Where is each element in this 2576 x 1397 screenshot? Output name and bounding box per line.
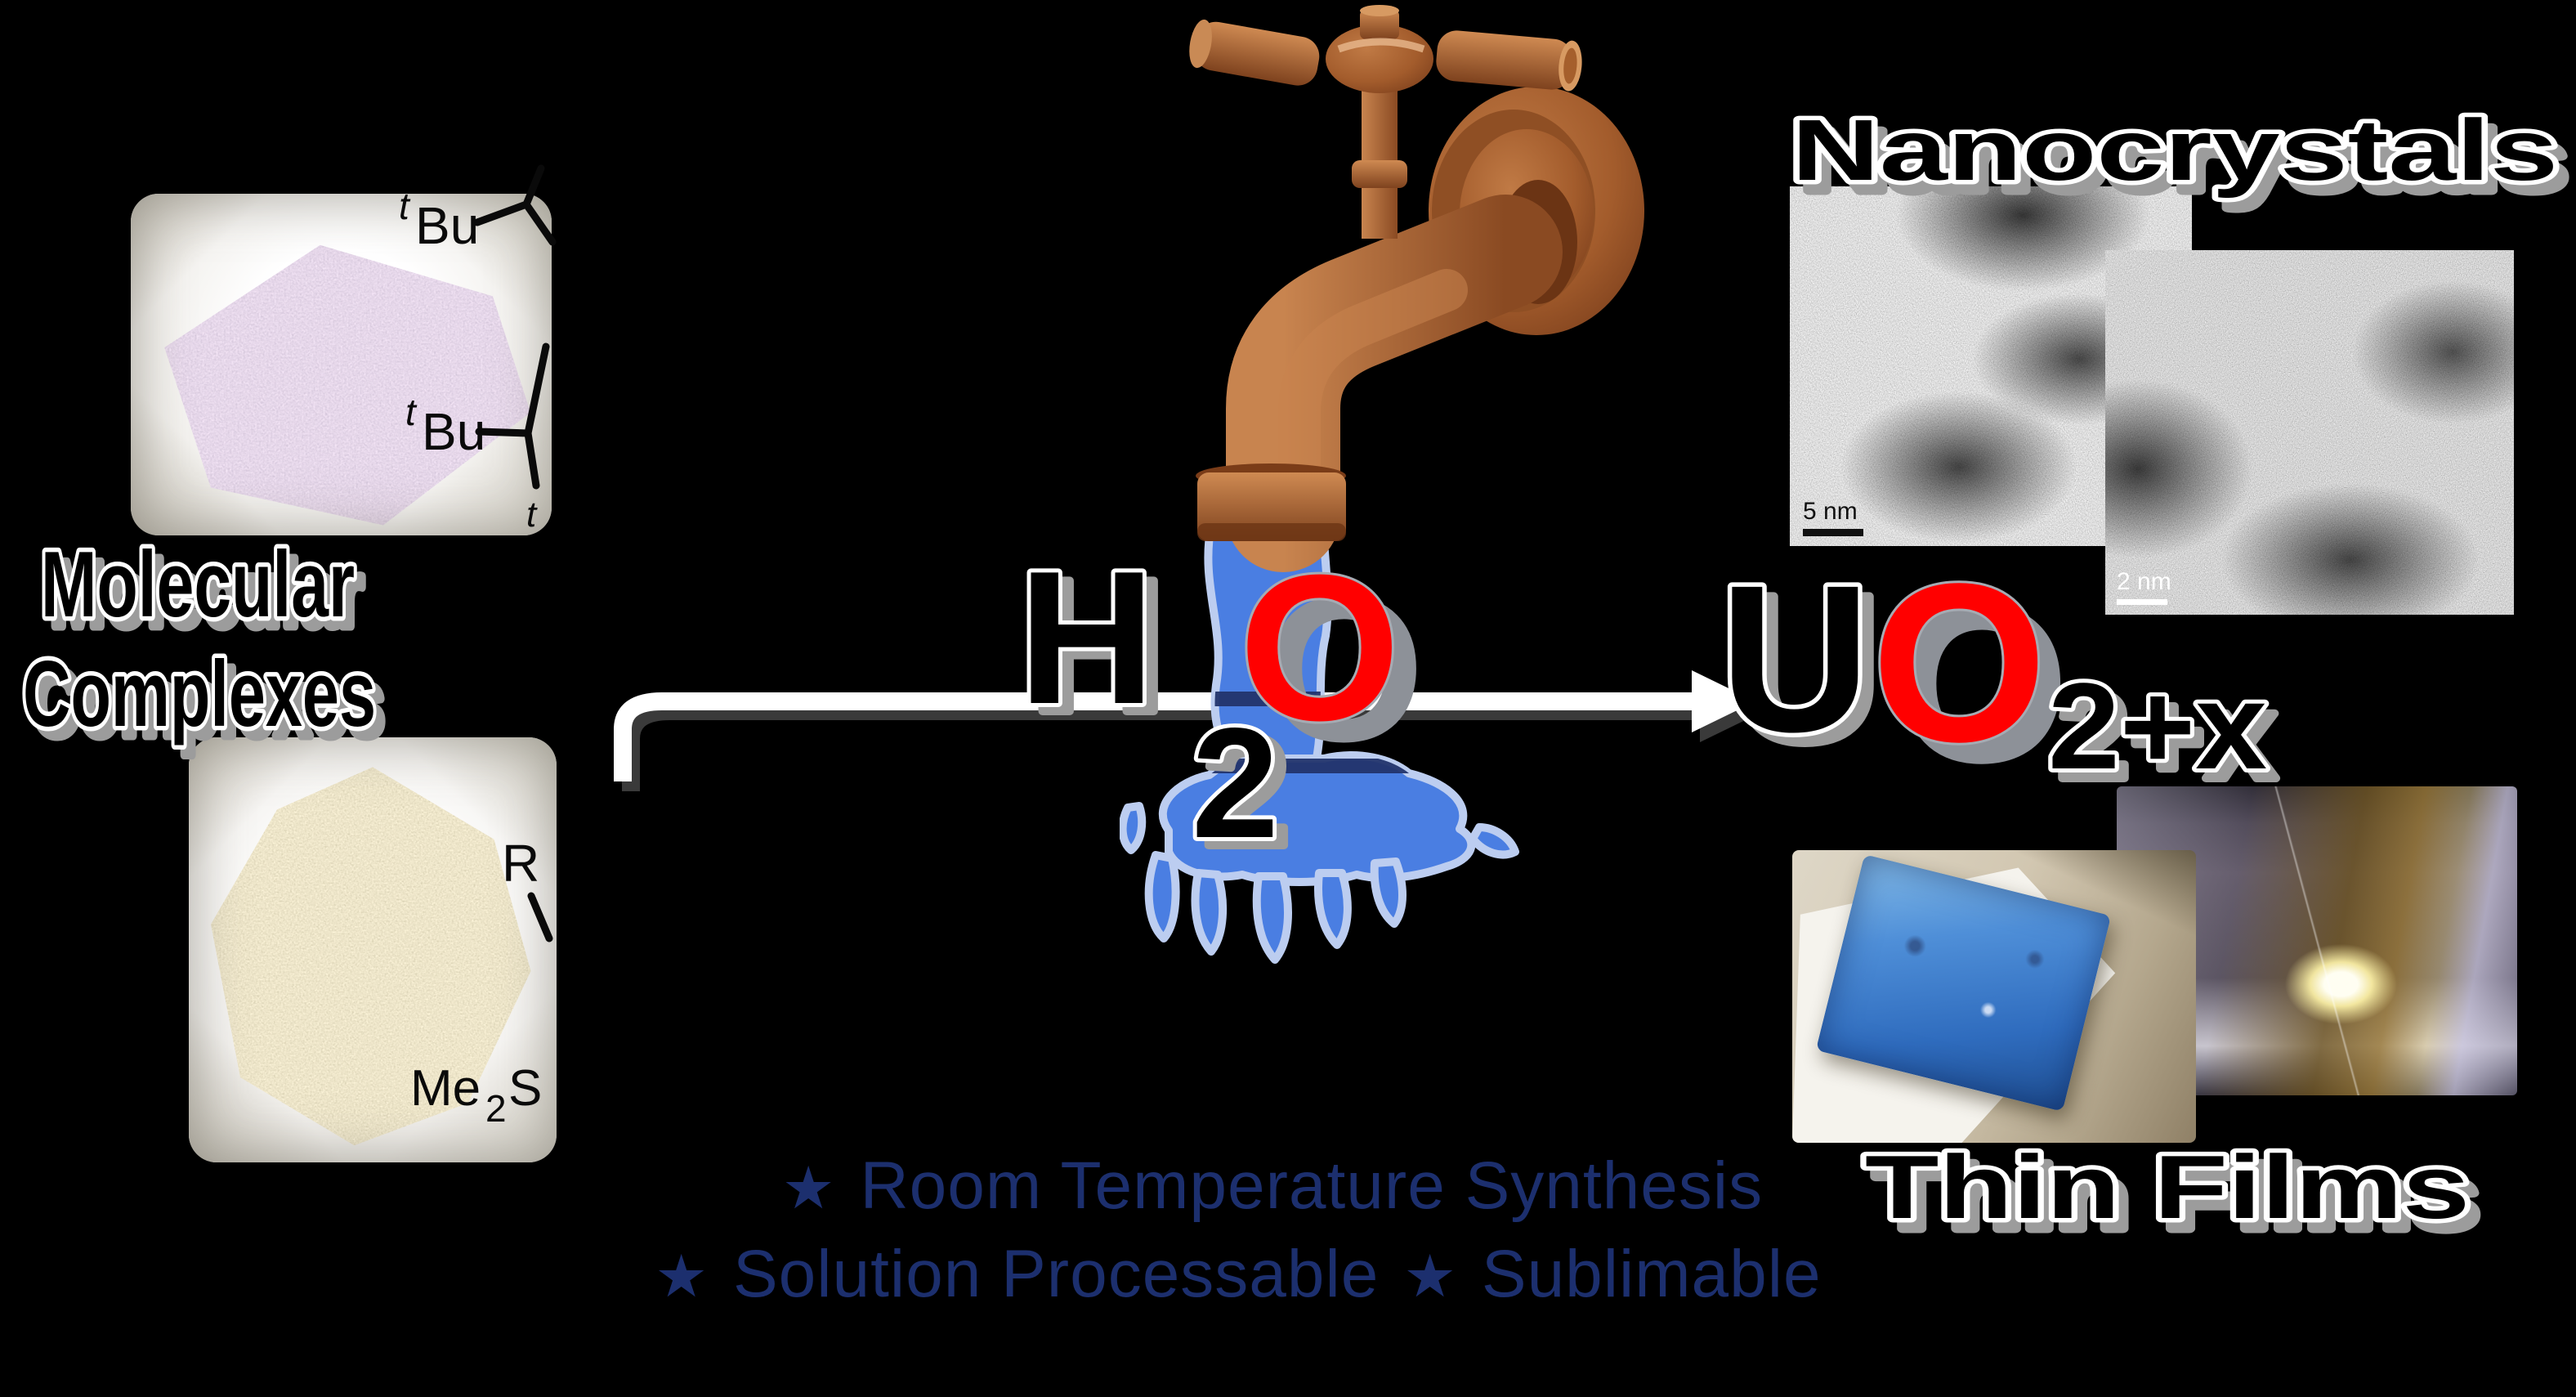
tem-right-scale-label: 2 nm [2117, 568, 2171, 595]
tem-contrast-blobs [2105, 250, 2514, 615]
faucet-handle-left-grip [1189, 19, 1320, 86]
bullet-room-temperature-synthesis: Room Temperature Synthesis [860, 1148, 1764, 1223]
tem-left-scale-label: 5 nm [1803, 498, 1858, 525]
nanocrystals-title: Nanocrystals [1791, 102, 2558, 199]
faucet-handle-right-grip [1436, 30, 1582, 92]
purple-powder-photo [131, 194, 552, 535]
blue-film-photo [1792, 850, 2196, 1143]
tem-right-scalebar: 2 nm [2117, 570, 2171, 605]
thin-films-title: Thin Films [1865, 1137, 2470, 1238]
reaction-arrow [614, 670, 1764, 791]
complexes-title: Complexes [23, 643, 376, 746]
bullet-line-1: ★ Room Temperature Synthesis [782, 1148, 1763, 1225]
molecular-title: Molecular [41, 533, 355, 637]
scale-bar [1803, 529, 1863, 536]
bullet-line-2: ★ Solution Processable ★ Sublimable [655, 1236, 1821, 1313]
tan-powder-photo [189, 737, 557, 1162]
svg-text:Thin Films: Thin Films [1875, 1148, 2480, 1248]
scale-bar [2117, 599, 2167, 605]
svg-text:O: O [1894, 558, 2070, 810]
faucet-icon [1189, 5, 1644, 572]
uo2x-o-red: O [1872, 537, 2047, 789]
star-icon: ★ [781, 1156, 836, 1221]
water-splash-icon [1120, 513, 1545, 971]
svg-text:Molecular: Molecular [50, 543, 364, 647]
tem-left-scalebar: 5 nm [1803, 499, 1863, 536]
faucet-handle-cap [1360, 10, 1399, 39]
star-icon: ★ [655, 1244, 709, 1310]
uo2x-subscript: 2+x [2048, 657, 2267, 795]
water-shapes [1123, 525, 1515, 960]
boat-shading [189, 737, 557, 1162]
star-icon: ★ [1403, 1244, 1457, 1310]
boat-shading [131, 194, 552, 535]
svg-text:2+x: 2+x [2058, 667, 2277, 804]
arrowhead [1692, 670, 1755, 732]
arrow-shadow-stripes [1122, 692, 1515, 773]
tem-image-right: 2 nm [2105, 250, 2514, 615]
bullet-sublimable: Sublimable [1481, 1237, 1822, 1311]
bullet-solution-processable: Solution Processable [732, 1237, 1380, 1311]
faucet-stem [1362, 75, 1398, 239]
